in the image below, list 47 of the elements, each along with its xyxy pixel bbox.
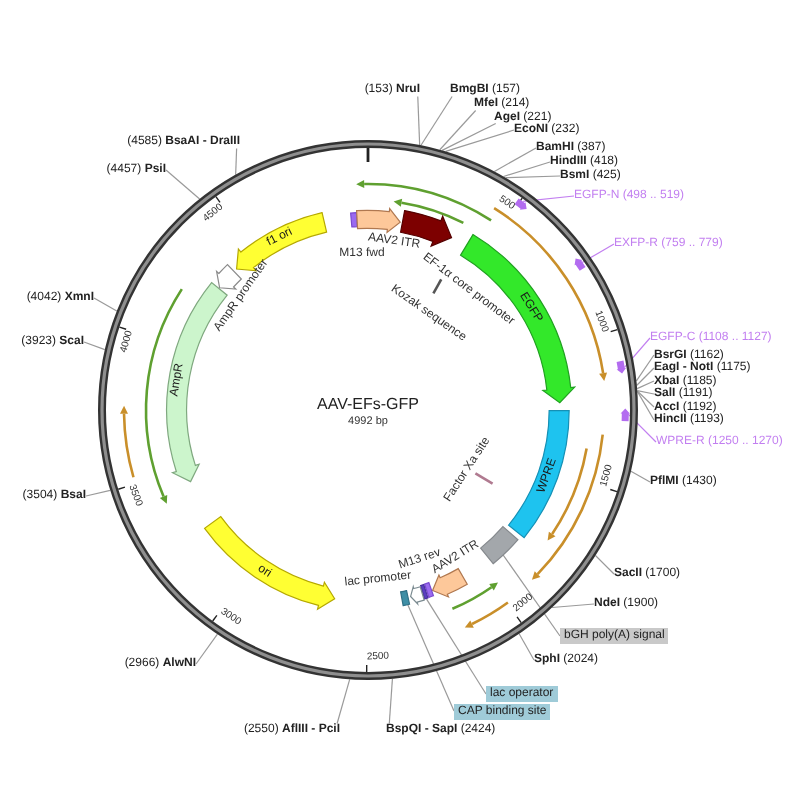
primer-site-mark: [615, 360, 627, 375]
feature-block: [479, 526, 518, 565]
primer-site-mark: [574, 258, 587, 273]
leader-line: [441, 122, 497, 151]
leader-line: [425, 598, 487, 695]
leader-line: [518, 633, 535, 661]
feature-mark: [400, 589, 412, 606]
leader-line: [195, 633, 219, 665]
leader-line: [630, 470, 651, 483]
primer-site-mark: [619, 407, 630, 421]
leader-line: [336, 678, 351, 725]
leader-line: [406, 603, 455, 712]
leader-line: [165, 169, 201, 200]
feature-block: [508, 409, 571, 538]
leader-line: [522, 195, 575, 202]
feature-tick: [432, 277, 443, 295]
leader-line: [420, 95, 453, 146]
primer-site-mark: [513, 197, 527, 210]
leader-line: [445, 129, 515, 152]
feature-arc: [356, 207, 402, 233]
leader-line: [439, 109, 477, 151]
leader-line: [235, 147, 238, 176]
leader-line: [502, 554, 561, 637]
feature-tick: [474, 472, 495, 486]
feature-mark: [349, 211, 358, 228]
leader-line: [388, 678, 394, 725]
leader-line: [636, 367, 655, 386]
leader-line: [83, 341, 106, 351]
feature-arc: [203, 516, 336, 611]
leader-line: [505, 175, 561, 179]
leader-line: [636, 380, 655, 390]
leader-line: [636, 390, 655, 395]
leader-line: [635, 354, 655, 382]
feature-arc: [400, 210, 453, 248]
leader-line: [551, 603, 595, 609]
leader-line: [502, 161, 551, 178]
feature-arc: [409, 585, 425, 605]
leader-line: [85, 489, 111, 497]
leader-line: [581, 243, 615, 264]
leader-line: [594, 554, 615, 575]
leader-line: [636, 390, 655, 421]
leader-line: [93, 297, 118, 312]
leader-line: [493, 147, 537, 172]
plasmid-name: AAV-EFs-GFP: [317, 395, 419, 413]
leader-line: [636, 390, 655, 408]
feature-mark: [424, 582, 435, 599]
feature-mark: [420, 584, 429, 601]
